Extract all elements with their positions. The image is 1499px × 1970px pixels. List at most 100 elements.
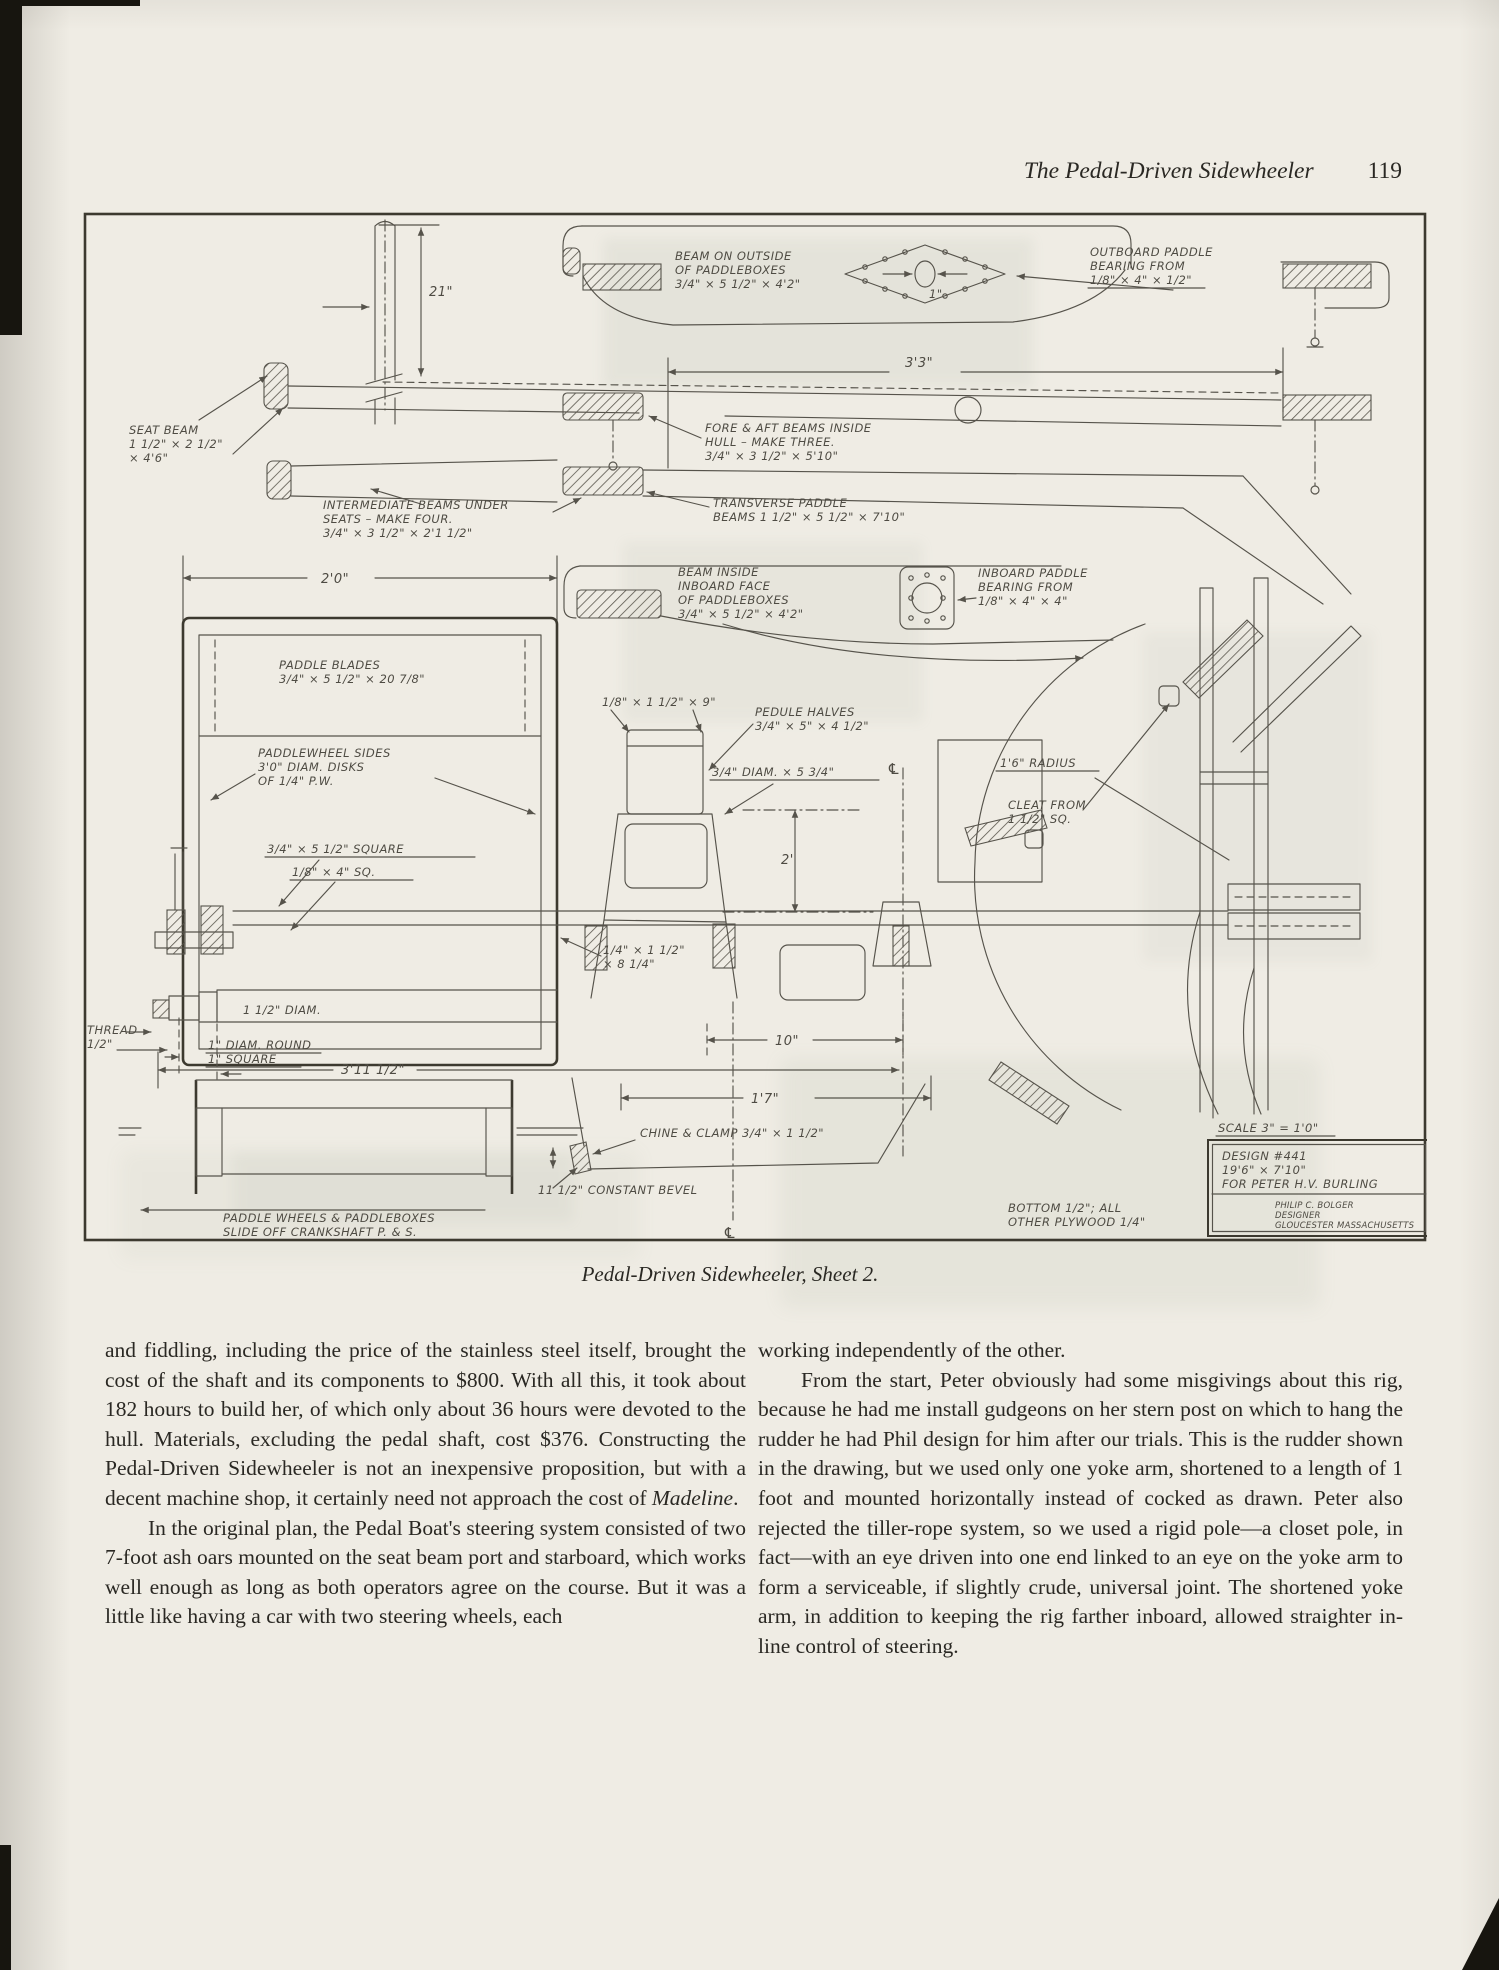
transverse-label: TRANSVERSE PADDLE — [713, 496, 847, 510]
designer-city-label: GLOUCESTER MASSACHUSETTS — [1275, 1221, 1415, 1231]
fore-aft-label: FORE & AFT BEAMS INSIDE — [705, 421, 872, 435]
radius-label: 1'6" RADIUS — [1000, 756, 1076, 770]
inboard-bearing-label: BEARING FROM — [978, 580, 1073, 594]
strap-9-label: 1/8" × 1 1/2" × 9" — [602, 695, 716, 709]
centerline-symbol: ℄ — [887, 760, 901, 778]
pedule-halves-label: PEDULE HALVES — [755, 705, 855, 719]
design-number-label: DESIGN #441 — [1222, 1149, 1307, 1163]
designer-title-label: DESIGNER — [1275, 1211, 1321, 1221]
paddlewheel-sides-label: OF 1/4" P.W. — [258, 774, 334, 788]
scan-edge-bottom-left — [0, 1845, 11, 1970]
intermediate-label: 3/4" × 3 1/2" × 2'1 1/2" — [323, 526, 473, 540]
beam-inside-label: BEAM INSIDE — [678, 565, 759, 579]
plywood-note-label: OTHER PLYWOOD 1/4" — [1008, 1215, 1146, 1229]
outside-beam-profile: 1" BEAM ON OUTSIDE OF PADDLEBOXES 3/4" ×… — [562, 225, 1390, 469]
inboard-beam-profile: BEAM INSIDE INBOARD FACE OF PADDLEBOXES … — [563, 565, 1114, 662]
transverse-label: BEAMS 1 1/2" × 5 1/2" × 7'10" — [713, 510, 905, 524]
strap-8-label: × 8 1/4" — [603, 957, 655, 971]
thread-label: 1/2" — [87, 1037, 113, 1051]
beam-outside-label: OF PADDLEBOXES — [675, 263, 786, 277]
beam-outside-label: BEAM ON OUTSIDE — [675, 249, 792, 263]
bevel-label: 11 1/2" CONSTANT BEVEL — [538, 1183, 698, 1197]
beam-inside-label: OF PADDLEBOXES — [678, 593, 789, 607]
scan-edge-top-line — [0, 0, 140, 6]
inboard-bearing-label: INBOARD PADDLE — [978, 566, 1088, 580]
scan-edge-top-left — [0, 0, 22, 335]
paddlebox-elevation: PADDLE BLADES 3/4" × 5 1/2" × 20 7/8" PA… — [154, 616, 1229, 1067]
paddlebox-bottom-view: PADDLE WHEELS & PADDLEBOXES SLIDE OFF CR… — [118, 1079, 584, 1239]
centerline-symbol: ℄ — [723, 1224, 737, 1242]
paragraph-text: . — [733, 1485, 739, 1510]
technical-drawing: 21" 1" BEAM ON OUTSIDE OF — [83, 212, 1431, 1242]
dim-1-7-label: 1'7" — [751, 1092, 779, 1107]
outboard-bearing-label: 1/8" × 4" × 1/2" — [1090, 273, 1192, 287]
dim-3-11-label: 3'11 1/2" — [341, 1063, 405, 1078]
intermediate-beam-row: INTERMEDIATE BEAMS UNDER SEATS – MAKE FO… — [182, 459, 1352, 637]
paddle-blades-label: PADDLE BLADES — [279, 658, 380, 672]
design-size-label: 19'6" × 7'10" — [1222, 1163, 1306, 1177]
seat-beam-label: × 4'6" — [129, 451, 168, 465]
hull-section: 11 1/2" CONSTANT BEVEL CHINE & CLAMP 3/4… — [538, 1001, 932, 1242]
dim-2ft-label: 2' — [781, 853, 794, 868]
page-number: 119 — [1367, 158, 1402, 184]
wheel-and-rudder: 1'6" RADIUS CLEAT FROM 1 1/2" SQ. — [964, 577, 1362, 1125]
body-column-right: working independently of the other. From… — [758, 1336, 1403, 1662]
round-square-label: 1" DIAM. ROUND — [208, 1038, 312, 1052]
seat-beam-label: SEAT BEAM — [129, 423, 199, 437]
cleat-label: CLEAT FROM — [1008, 798, 1086, 812]
body-column-left: and fiddling, including the price of the… — [105, 1336, 746, 1632]
plan-sheet-svg: 21" 1" BEAM ON OUTSIDE OF — [83, 212, 1431, 1242]
seat-beam-label: 1 1/2" × 2 1/2" — [129, 437, 223, 451]
crankshaft-detail: 1 1/2" DIAM. THREAD 1/2" 1" DIAM. ROUND … — [87, 989, 900, 1089]
seat-beam-row: SEAT BEAM 1 1/2" × 2 1/2" × 4'6" FORE & … — [129, 362, 1372, 495]
scale-label: SCALE 3" = 1'0" — [1218, 1121, 1319, 1135]
fore-aft-label: HULL – MAKE THREE. — [705, 435, 835, 449]
beam-inside-label: 3/4" × 5 1/2" × 4'2" — [678, 607, 804, 621]
paragraph-text: and fiddling, including the price of the… — [105, 1338, 746, 1510]
dim-10-label: 10" — [775, 1034, 799, 1049]
chine-label: CHINE & CLAMP 3/4" × 1 1/2" — [640, 1126, 824, 1140]
dim-3-3-label: 3'3" — [905, 356, 933, 371]
page-title: The Pedal-Driven Sidewheeler — [1023, 158, 1314, 184]
paragraph: working independently of the other. — [758, 1338, 1066, 1362]
pedule-halves-label: 3/4" × 5" × 4 1/2" — [755, 719, 869, 733]
dim-2-0-label: 2'0" — [321, 572, 349, 587]
square-plate-label: 1/8" × 4" SQ. — [292, 865, 376, 879]
strap-8-label: 1/4" × 1 1/2" — [603, 943, 685, 957]
bleed-through-blobs — [233, 238, 1373, 1222]
running-header: The Pedal-Driven Sidewheeler 119 — [1024, 158, 1402, 185]
title-block: SCALE 3" = 1'0" DESIGN #441 19'6" × 7'10… — [1008, 1121, 1431, 1237]
dim-1-label: 1" — [929, 287, 943, 301]
beam-outside-label: 3/4" × 5 1/2" × 4'2" — [675, 277, 801, 291]
crank-pin-label: 3/4" DIAM. × 5 3/4" — [712, 765, 834, 779]
paddlewheel-sides-label: 3'0" DIAM. DISKS — [258, 760, 364, 774]
square-stock-label: 3/4" × 5 1/2" SQUARE — [267, 842, 404, 856]
dim-21-label: 21" — [429, 285, 453, 300]
figure-caption: Pedal-Driven Sidewheeler, Sheet 2. — [581, 1262, 879, 1286]
intermediate-label: INTERMEDIATE BEAMS UNDER — [323, 498, 509, 512]
drawing-border — [83, 212, 1427, 1242]
slide-note-label: PADDLE WHEELS & PADDLEBOXES — [223, 1211, 435, 1225]
plywood-note-label: BOTTOM 1/2"; ALL — [1008, 1201, 1122, 1215]
paddle-blades-label: 3/4" × 5 1/2" × 20 7/8" — [279, 672, 425, 686]
slide-note-label: SLIDE OFF CRANKSHAFT P. & S. — [223, 1225, 417, 1239]
paragraph: From the start, Peter obviously had some… — [758, 1367, 1403, 1658]
paragraph: In the original plan, the Pedal Boat's s… — [105, 1515, 746, 1629]
mast-detail: 21" — [322, 219, 453, 425]
paddlewheel-sides-label: PADDLEWHEEL SIDES — [258, 746, 391, 760]
inboard-bearing-label: 1/8" × 4" × 4" — [978, 594, 1068, 608]
round-square-label: 1" SQUARE — [208, 1052, 277, 1066]
beam-inside-label: INBOARD FACE — [678, 579, 771, 593]
intermediate-label: SEATS – MAKE FOUR. — [323, 512, 453, 526]
thread-label: THREAD — [87, 1023, 138, 1037]
outboard-bearing-label: BEARING FROM — [1090, 259, 1185, 273]
paragraph: and fiddling, including the price of the… — [105, 1336, 746, 1514]
scan-edge-bottom-right-corner — [1462, 1898, 1499, 1970]
designer-name-label: PHILIP C. BOLGER — [1275, 1201, 1354, 1211]
pedal-crank-assembly: 1/8" × 1 1/2" × 9" PEDULE HALVES 3/4" × … — [560, 695, 1043, 1157]
design-client-label: FOR PETER H.V. BURLING — [1222, 1177, 1378, 1191]
outboard-bearing-label: OUTBOARD PADDLE — [1090, 245, 1213, 259]
boat-name-italic: Madeline — [651, 1485, 734, 1510]
shaft-diam-label: 1 1/2" DIAM. — [243, 1003, 321, 1017]
